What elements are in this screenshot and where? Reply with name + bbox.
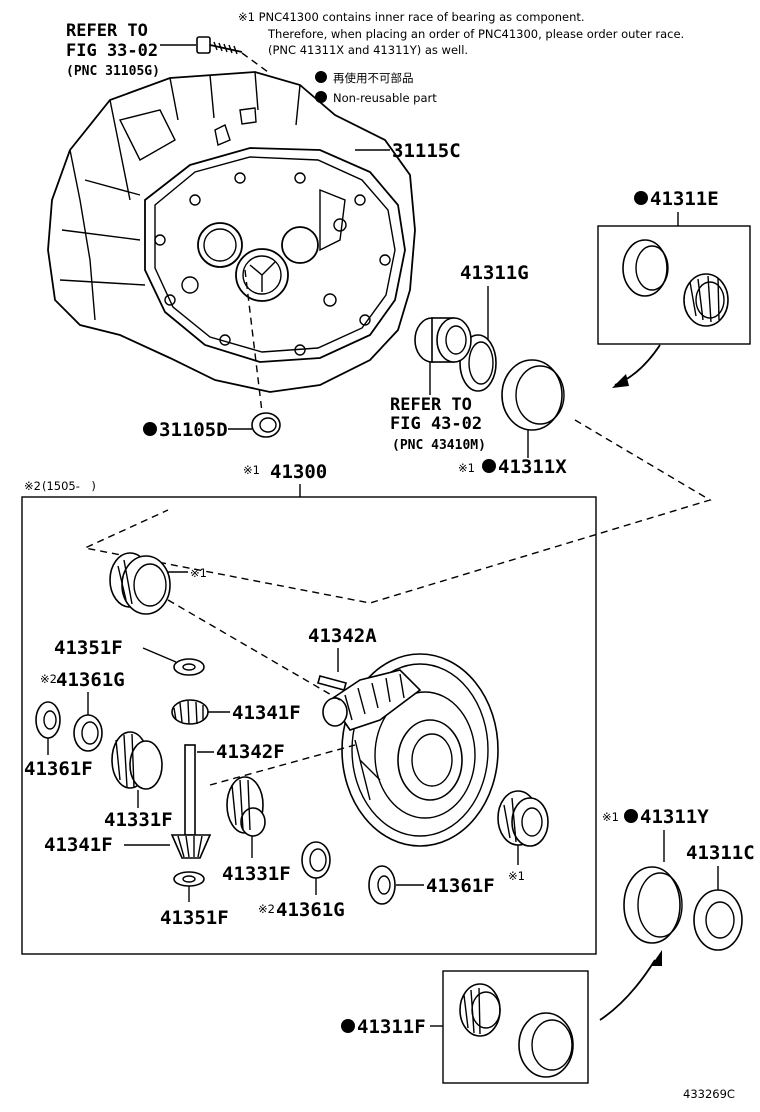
part-number-41342A[interactable]: 41342A <box>308 625 377 647</box>
legend-english: Non-reusable part <box>333 91 437 105</box>
leader-line <box>142 647 177 663</box>
part-number-41351F-top[interactable]: 41351F <box>54 637 123 659</box>
part-number-41311G[interactable]: 41311G <box>460 262 529 284</box>
side-gear-41331F-icon <box>226 776 266 837</box>
note-line-1: ※1 PNC41300 contains inner race of beari… <box>238 10 585 24</box>
part-number-41311E[interactable]: 41311E <box>650 188 719 210</box>
mark-2: ※2 <box>40 672 57 686</box>
mark-1: ※1 <box>508 869 525 883</box>
reference-2-line-3[interactable]: (PNC 43410M) <box>392 438 486 453</box>
legend-japanese: 再使用不可部品 <box>333 71 414 85</box>
mark-2: ※2 <box>24 479 41 493</box>
part-number-41331F-bottom[interactable]: 41331F <box>222 863 291 885</box>
thrust-washer-41361F-icon <box>35 701 61 739</box>
thrust-washer-41361F-icon <box>368 865 396 905</box>
note-line-2: Therefore, when placing an order of PNC4… <box>267 27 684 41</box>
thrust-washer-41361G-icon <box>73 714 103 752</box>
part-number-41300[interactable]: 41300 <box>270 461 327 483</box>
differential-case-ring-gear-illustration <box>322 653 499 847</box>
part-number-41331F-left[interactable]: 41331F <box>104 809 173 831</box>
part-number-41351F-bottom[interactable]: 41351F <box>160 907 229 929</box>
seal-41311C-icon <box>693 889 743 951</box>
reference-1-line-2[interactable]: FIG 33-02 <box>66 41 158 61</box>
non-reusable-bullet-icon <box>482 459 496 473</box>
arrow-head-icon <box>651 950 662 966</box>
reference-1-line-1[interactable]: REFER TO <box>66 21 148 41</box>
bolt-icon <box>196 36 243 55</box>
pinion-gear-41341F-icon <box>171 699 209 725</box>
part-number-41361F-left[interactable]: 41361F <box>24 758 93 780</box>
reference-2-line-1[interactable]: REFER TO <box>390 395 472 415</box>
non-reusable-bullet-icon <box>624 809 638 823</box>
part-number-41341F-top[interactable]: 41341F <box>232 702 301 724</box>
washer-41351F-icon <box>173 871 205 887</box>
pin-41342A-icon <box>317 675 347 691</box>
transmission-case-illustration <box>47 71 416 393</box>
mark-1: ※1 <box>458 461 475 475</box>
side-gear-41331F-icon <box>111 731 163 790</box>
reference-2-line-2[interactable]: FIG 43-02 <box>390 414 482 434</box>
part-number-41341F-bottom[interactable]: 41341F <box>44 834 113 856</box>
outer-race-41311X-icon <box>501 359 565 431</box>
reference-1-line-3[interactable]: (PNC 31105G) <box>66 64 160 79</box>
pinion-shaft-41342F-icon <box>184 744 196 836</box>
bearing-41311F-icon <box>459 983 574 1078</box>
dashed-guide <box>241 52 269 73</box>
pinion-gear-41341F-icon <box>170 834 212 859</box>
mark-1: ※1 <box>602 810 619 824</box>
bearing-inner-race-icon <box>109 552 171 615</box>
group-box-41311E <box>597 225 751 345</box>
mark-1: ※1 <box>243 463 260 477</box>
dashed-guide <box>167 599 341 701</box>
part-number-31115C[interactable]: 31115C <box>392 140 461 162</box>
bearing-race-41311E-icon <box>622 239 729 327</box>
washer-41351F-icon <box>173 658 205 676</box>
bearing-inner-race-icon <box>497 790 549 847</box>
production-range: (1505- ) <box>42 479 96 493</box>
part-number-41361G-bottom[interactable]: 41361G <box>276 899 345 921</box>
mark-2: ※2 <box>258 902 275 916</box>
dashed-guide <box>82 419 712 604</box>
non-reusable-bullet-icon <box>315 71 327 83</box>
part-number-41361F-right[interactable]: 41361F <box>426 875 495 897</box>
note-line-3: (PNC 41311X and 41311Y) as well. <box>268 43 468 57</box>
thrust-washer-41361G-icon <box>301 841 331 879</box>
part-number-41311F[interactable]: 41311F <box>357 1016 426 1038</box>
non-reusable-bullet-icon <box>341 1019 355 1033</box>
arrow-head-icon <box>612 374 629 388</box>
part-number-41311Y[interactable]: 41311Y <box>640 806 709 828</box>
group-box-41300 <box>21 496 597 955</box>
part-number-41311C[interactable]: 41311C <box>686 842 755 864</box>
non-reusable-bullet-icon <box>634 191 648 205</box>
part-number-41342F[interactable]: 41342F <box>216 741 285 763</box>
group-box-41311F <box>442 970 589 1084</box>
non-reusable-bullet-icon <box>315 91 327 103</box>
part-number-41311X[interactable]: 41311X <box>498 456 567 478</box>
dashed-guide <box>209 744 356 786</box>
arrow-icon <box>599 959 656 1021</box>
part-number-41361G-top[interactable]: 41361G <box>56 669 125 691</box>
outer-race-41311Y-icon <box>623 866 683 944</box>
part-number-31105D[interactable]: 31105D <box>159 419 228 441</box>
non-reusable-bullet-icon <box>143 422 157 436</box>
figure-code: 433269C <box>683 1087 735 1101</box>
mark-1: ※1 <box>190 566 207 580</box>
oil-seal-31105D-icon <box>251 412 281 438</box>
bearing-41343A-ref-icon <box>414 317 472 363</box>
